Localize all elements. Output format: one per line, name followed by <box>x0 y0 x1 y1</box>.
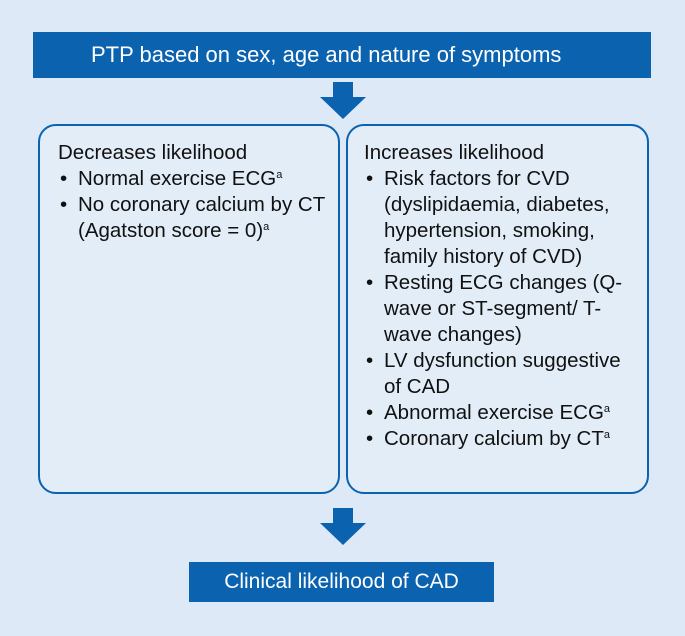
list-item: No coronary calcium by CT (Agatston scor… <box>58 192 328 244</box>
list-item: LV dysfunction suggestive of CAD <box>364 348 637 400</box>
list-item: Abnormal exercise ECGa <box>364 400 637 426</box>
list-item: Risk factors for CVD (dyslipidaemia, dia… <box>364 166 637 270</box>
clinical-likelihood-text: Clinical likelihood of CAD <box>224 570 459 593</box>
decreases-title: Decreases likelihood <box>58 141 248 164</box>
list-item: Normal exercise ECGa <box>58 166 328 192</box>
clinical-likelihood-box: Clinical likelihood of CAD <box>189 562 494 602</box>
ptp-banner: PTP based on sex, age and nature of symp… <box>33 32 651 78</box>
increases-title: Increases likelihood <box>364 141 545 164</box>
increases-likelihood-box: Increases likelihood Risk factors for CV… <box>346 124 649 494</box>
down-arrow-icon <box>319 82 367 120</box>
ptp-banner-text: PTP based on sex, age and nature of symp… <box>91 42 562 67</box>
list-item: Resting ECG changes (Q-wave or ST-segmen… <box>364 270 637 348</box>
decreases-likelihood-box: Decreases likelihood Normal exercise ECG… <box>38 124 340 494</box>
down-arrow-icon <box>319 508 367 546</box>
list-item: Coronary calcium by CTa <box>364 426 637 452</box>
